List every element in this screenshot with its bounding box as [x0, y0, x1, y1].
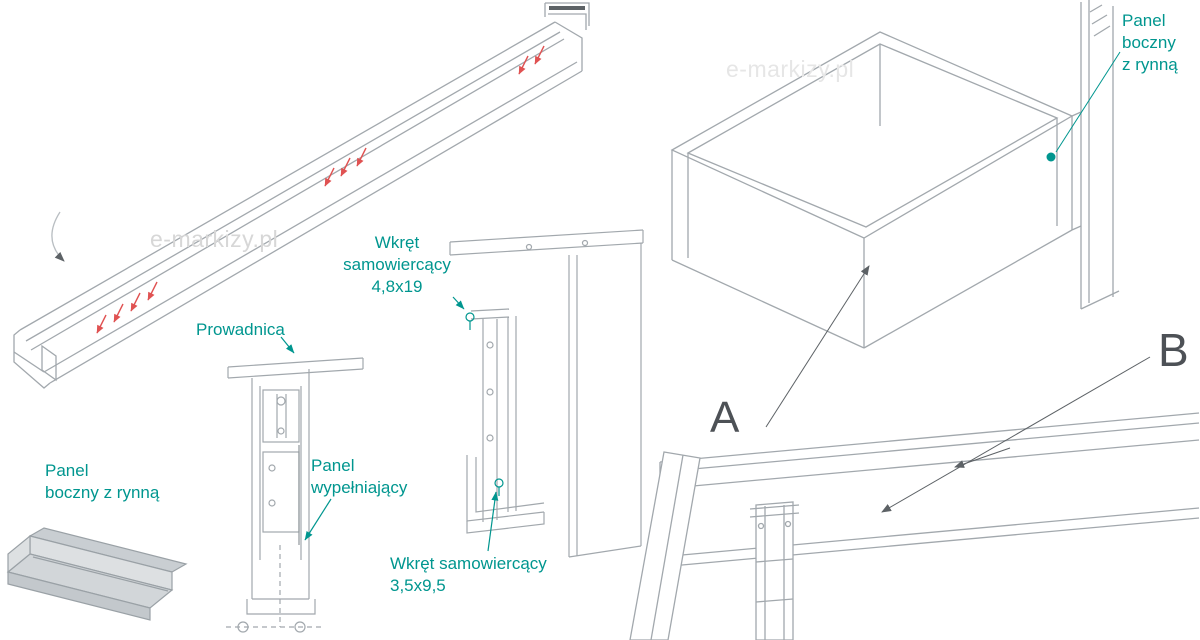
label-wkret-samowiercacy-48x19: Wkręt samowiercący 4,8x19: [343, 233, 451, 296]
label-panel-boczny-z-rynna-bottom: Panel boczny z rynną: [45, 461, 160, 502]
label-wkret-samowiercacy-35x95: Wkręt samowiercący 3,5x9,5: [390, 554, 547, 595]
reference-arrows: [765, 265, 1151, 513]
label-prowadnica: Prowadnica: [196, 320, 285, 339]
gutter-panel-drawing: [6, 527, 188, 621]
label-panel-boczny-z-rynna-top: Panel boczny z rynną: [1122, 11, 1178, 74]
callout-pointers: [280, 51, 1121, 552]
guide-rail-section-drawing: [226, 357, 364, 633]
marker-b: B: [1158, 324, 1189, 376]
label-panel-wypelniajacy: Panel wypełniający: [311, 456, 408, 497]
front-beam-drawing: [13, 2, 590, 389]
front-frame-drawing: [629, 412, 1200, 640]
watermark-text: e-markizy.pl: [150, 226, 279, 252]
cassette-box-drawing: [670, 0, 1120, 349]
marker-a: A: [710, 393, 740, 442]
watermark-text: e-markizy.pl: [726, 56, 855, 82]
fixing-points-arrows: [96, 45, 545, 334]
wall-mount-section-drawing: [449, 229, 644, 558]
